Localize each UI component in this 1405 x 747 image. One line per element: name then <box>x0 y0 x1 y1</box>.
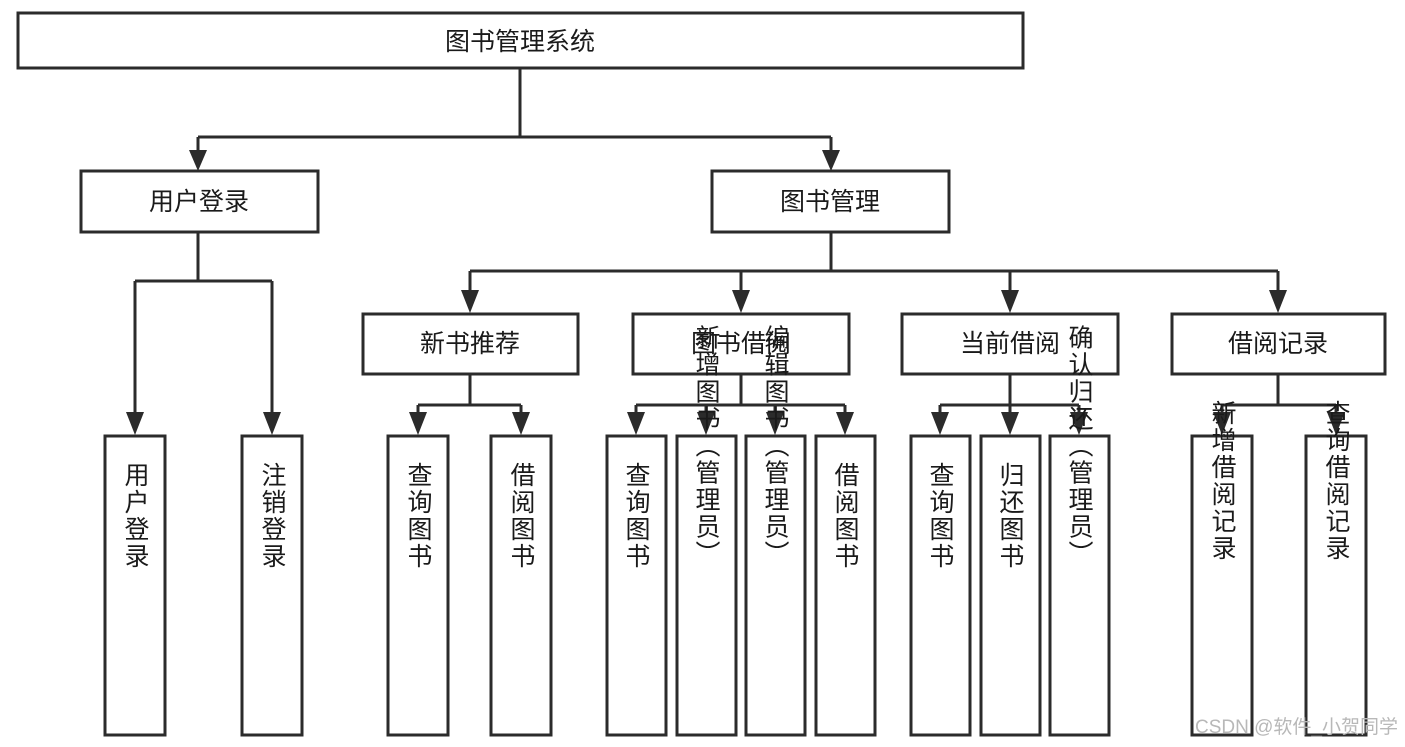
watermark-label: CSDN @软件_小贺同学 <box>1195 716 1398 738</box>
arrow-head-icon-bookborrow-3 <box>766 412 784 435</box>
arrow-head-icon-newbook-2 <box>512 412 530 435</box>
leaf-box-bookborrow-query <box>605 434 668 737</box>
node-box-current-borrow <box>900 312 1120 376</box>
node-label-user-login: 用户登录 <box>149 188 249 216</box>
node-label-root: 图书管理系统 <box>445 28 595 56</box>
arrow-head-icon-currentborrow-2 <box>1001 412 1019 435</box>
leaf-label-newbook-borrow: 借阅图书 <box>507 462 536 570</box>
leaf-node-user-login-login[interactable]: 用户登录 <box>103 434 167 737</box>
arrow-head-icon-bookmgmt-4 <box>1269 290 1287 313</box>
node-box-book-management <box>710 169 951 234</box>
leaf-box-bookborrow-borrow <box>814 434 877 737</box>
leaf-node-bookborrow-query[interactable]: 查询图书 <box>605 434 668 737</box>
leaf-node-currentborrow-return[interactable]: 归还图书 <box>979 434 1042 737</box>
node-box-new-book-recommend <box>361 312 580 376</box>
node-label-current-borrow: 当前借阅 <box>960 330 1060 358</box>
node-label-book-management: 图书管理 <box>780 188 880 216</box>
arrow-head-icon-root-2 <box>822 150 840 171</box>
node-user-login[interactable]: 用户登录 <box>79 169 320 234</box>
arrow-head-icon-bookmgmt-3 <box>1001 290 1019 313</box>
leaf-box-newbook-query <box>386 434 450 737</box>
leaf-box-currentborrow-confirm <box>1048 434 1111 737</box>
node-label-borrow-record: 借阅记录 <box>1228 330 1328 358</box>
node-label-new-book-recommend: 新书推荐 <box>420 330 520 358</box>
connector-group-borrowrecord-to-leaves <box>1213 374 1345 435</box>
leaf-label-bookborrow-add: 新增图书（管理员） <box>692 325 721 568</box>
leaf-node-bookborrow-add[interactable]: 新增图书（管理员） <box>675 325 738 737</box>
leaf-label-currentborrow-confirm: 确认归还（管理员） <box>1065 325 1094 568</box>
arrow-head-icon-borrowrecord-1 <box>1213 412 1231 435</box>
leaf-box-bookborrow-edit <box>744 434 807 737</box>
node-box-borrow-record <box>1170 312 1387 376</box>
connector-group-level2a-to-leaves <box>126 232 281 435</box>
leaf-box-borrowrecord-add <box>1190 434 1254 737</box>
connector-group-currentborrow-to-leaves <box>931 374 1088 435</box>
leaf-label-user-login-login: 用户登录 <box>121 462 150 570</box>
leaf-label-newbook-query: 查询图书 <box>404 462 433 570</box>
arrow-head-icon-currentborrow-1 <box>931 412 949 435</box>
connector-group-root-to-level2 <box>189 68 840 171</box>
leaf-label-borrowrecord-query: 查询借阅记录 <box>1322 400 1351 562</box>
arrow-head-icon-userlogin-2 <box>263 412 281 435</box>
leaf-label-currentborrow-query: 查询图书 <box>926 462 955 570</box>
leaf-box-newbook-borrow <box>489 434 553 737</box>
arrow-head-icon-bookborrow-1 <box>627 412 645 435</box>
node-box-root <box>16 11 1025 70</box>
arrow-head-icon-currentborrow-3 <box>1070 412 1088 435</box>
arrow-head-icon-borrowrecord-2 <box>1327 412 1345 435</box>
arrow-head-icon-bookmgmt-1 <box>461 290 479 313</box>
arrow-head-icon-newbook-1 <box>409 412 427 435</box>
arrow-head-icon-bookmgmt-2 <box>732 290 750 313</box>
leaf-node-user-login-logout[interactable]: 注销登录 <box>240 434 304 737</box>
leaf-node-newbook-query[interactable]: 查询图书 <box>386 434 450 737</box>
leaf-label-user-login-logout: 注销登录 <box>258 462 287 570</box>
leaf-box-user-login-login <box>103 434 167 737</box>
leaf-box-user-login-logout <box>240 434 304 737</box>
leaf-label-currentborrow-return: 归还图书 <box>996 462 1025 570</box>
connector-group-newbook-to-leaves <box>409 374 530 435</box>
arrow-head-icon-bookborrow-4 <box>836 412 854 435</box>
leaf-box-borrowrecord-query <box>1304 434 1368 737</box>
leaf-label-bookborrow-query: 查询图书 <box>622 462 651 570</box>
leaf-node-bookborrow-edit[interactable]: 编辑图书（管理员） <box>744 325 807 737</box>
node-borrow-record[interactable]: 借阅记录 <box>1170 312 1387 376</box>
leaf-node-newbook-borrow[interactable]: 借阅图书 <box>489 434 553 737</box>
leaf-label-borrowrecord-add: 新增借阅记录 <box>1208 400 1237 562</box>
node-book-borrow[interactable]: 图书借阅 <box>631 312 851 376</box>
arrow-head-icon-bookborrow-2 <box>697 412 715 435</box>
node-label-book-borrow: 图书借阅 <box>691 330 791 358</box>
node-book-management[interactable]: 图书管理 <box>710 169 951 234</box>
node-box-book-borrow <box>631 312 851 376</box>
node-new-book-recommend[interactable]: 新书推荐 <box>361 312 580 376</box>
connector-group-bookborrow-to-leaves <box>627 374 854 435</box>
arrow-head-icon-userlogin-1 <box>126 412 144 435</box>
leaf-node-borrowrecord-add[interactable]: 新增借阅记录 <box>1190 400 1254 737</box>
leaf-node-bookborrow-borrow[interactable]: 借阅图书 <box>814 434 877 737</box>
leaf-node-currentborrow-confirm[interactable]: 确认归还（管理员） <box>1048 325 1111 737</box>
leaf-box-currentborrow-query <box>909 434 972 737</box>
node-box-user-login <box>79 169 320 234</box>
connector-group-level2b-to-level3 <box>461 232 1287 313</box>
leaf-box-bookborrow-add <box>675 434 738 737</box>
leaf-label-bookborrow-borrow: 借阅图书 <box>831 462 860 570</box>
leaf-box-currentborrow-return <box>979 434 1042 737</box>
leaf-node-borrowrecord-query[interactable]: 查询借阅记录 <box>1304 400 1368 737</box>
leaf-label-bookborrow-edit: 编辑图书（管理员） <box>761 325 790 568</box>
node-root-system[interactable]: 图书管理系统 <box>16 11 1025 70</box>
node-current-borrow[interactable]: 当前借阅 <box>900 312 1120 376</box>
leaf-node-currentborrow-query[interactable]: 查询图书 <box>909 434 972 737</box>
arrow-head-icon-root-1 <box>189 150 207 171</box>
